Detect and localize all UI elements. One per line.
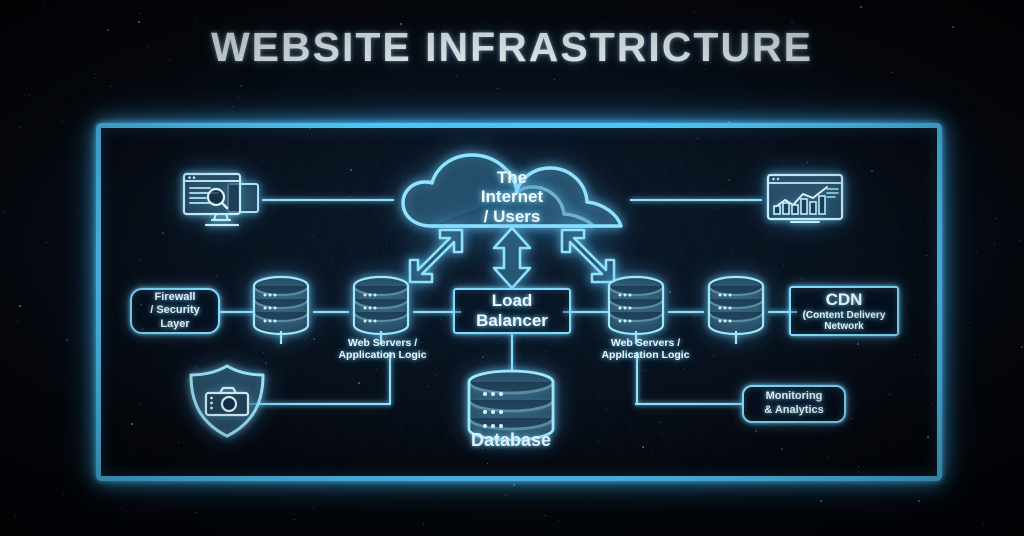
connector-server-to-server-right — [668, 311, 704, 313]
firewall-label-line3: Layer — [160, 317, 190, 330]
connector-servers-down-right — [636, 352, 638, 404]
firewall-label-line2: / Security — [150, 304, 200, 317]
load-balancer-label-line1: Load — [491, 291, 533, 311]
cdn-node[interactable]: CDN (Content Delivery Network — [789, 286, 899, 336]
server-stack-left-2[interactable] — [349, 274, 413, 352]
cdn-subtitle-line2: Network — [824, 321, 864, 332]
connector-cloud-to-analytics — [630, 199, 762, 201]
analytics-dashboard-node[interactable] — [765, 172, 845, 226]
browser-window-icon — [182, 172, 259, 227]
load-balancer-label-line2: Balancer — [476, 311, 548, 330]
connector-browser-to-cloud — [262, 199, 394, 201]
server-stack-right-2[interactable] — [704, 274, 768, 352]
database-cylinder-icon — [467, 369, 555, 441]
firewall-label-line1: Firewall — [154, 291, 196, 304]
server-stack-icon — [252, 275, 310, 344]
server-stack-icon — [352, 275, 410, 344]
traffic-arrows — [404, 226, 620, 290]
connector-servers-down-left — [389, 352, 391, 404]
server-stack-left-1[interactable] — [249, 274, 313, 352]
browser-window-node[interactable] — [180, 168, 262, 230]
monitoring-label-line1: Monitoring — [765, 390, 823, 403]
cdn-title: CDN — [825, 289, 863, 309]
arrow-up-down-icon — [492, 226, 532, 290]
shield-camera-node[interactable] — [185, 362, 269, 440]
connector-server-to-server-left — [313, 311, 349, 313]
cdn-subtitle-line1: (Content Delivery — [802, 309, 886, 321]
cloud-node[interactable]: The Internet / Users — [398, 150, 626, 234]
cloud-label-line2: Internet — [480, 187, 544, 207]
server-stack-icon — [707, 275, 765, 344]
firewall-node[interactable]: Firewall / Security Layer — [130, 288, 220, 334]
monitoring-label-line2: & Analytics — [764, 404, 824, 416]
cloud-label: The Internet / Users — [398, 150, 626, 234]
cloud-label-line1: The — [496, 168, 528, 188]
server-stack-icon — [607, 275, 665, 344]
connector-load-balancer-to-database — [511, 333, 513, 373]
server-stack-right-1[interactable] — [604, 274, 668, 352]
page-title: WEBSITE INFRASTRICTURE — [210, 24, 814, 70]
database-node[interactable] — [461, 369, 561, 441]
connector-to-monitoring — [635, 403, 743, 405]
cloud-label-line3: / Users — [483, 206, 541, 226]
arrow-diagonal-left-icon — [408, 228, 464, 284]
shield-camera-icon — [189, 364, 265, 438]
analytics-dashboard-icon — [766, 173, 844, 223]
connector-firewall-to-servers — [219, 311, 253, 313]
monitoring-node[interactable]: Monitoring & Analytics — [742, 385, 846, 423]
load-balancer-node[interactable]: Load Balancer — [453, 288, 571, 334]
